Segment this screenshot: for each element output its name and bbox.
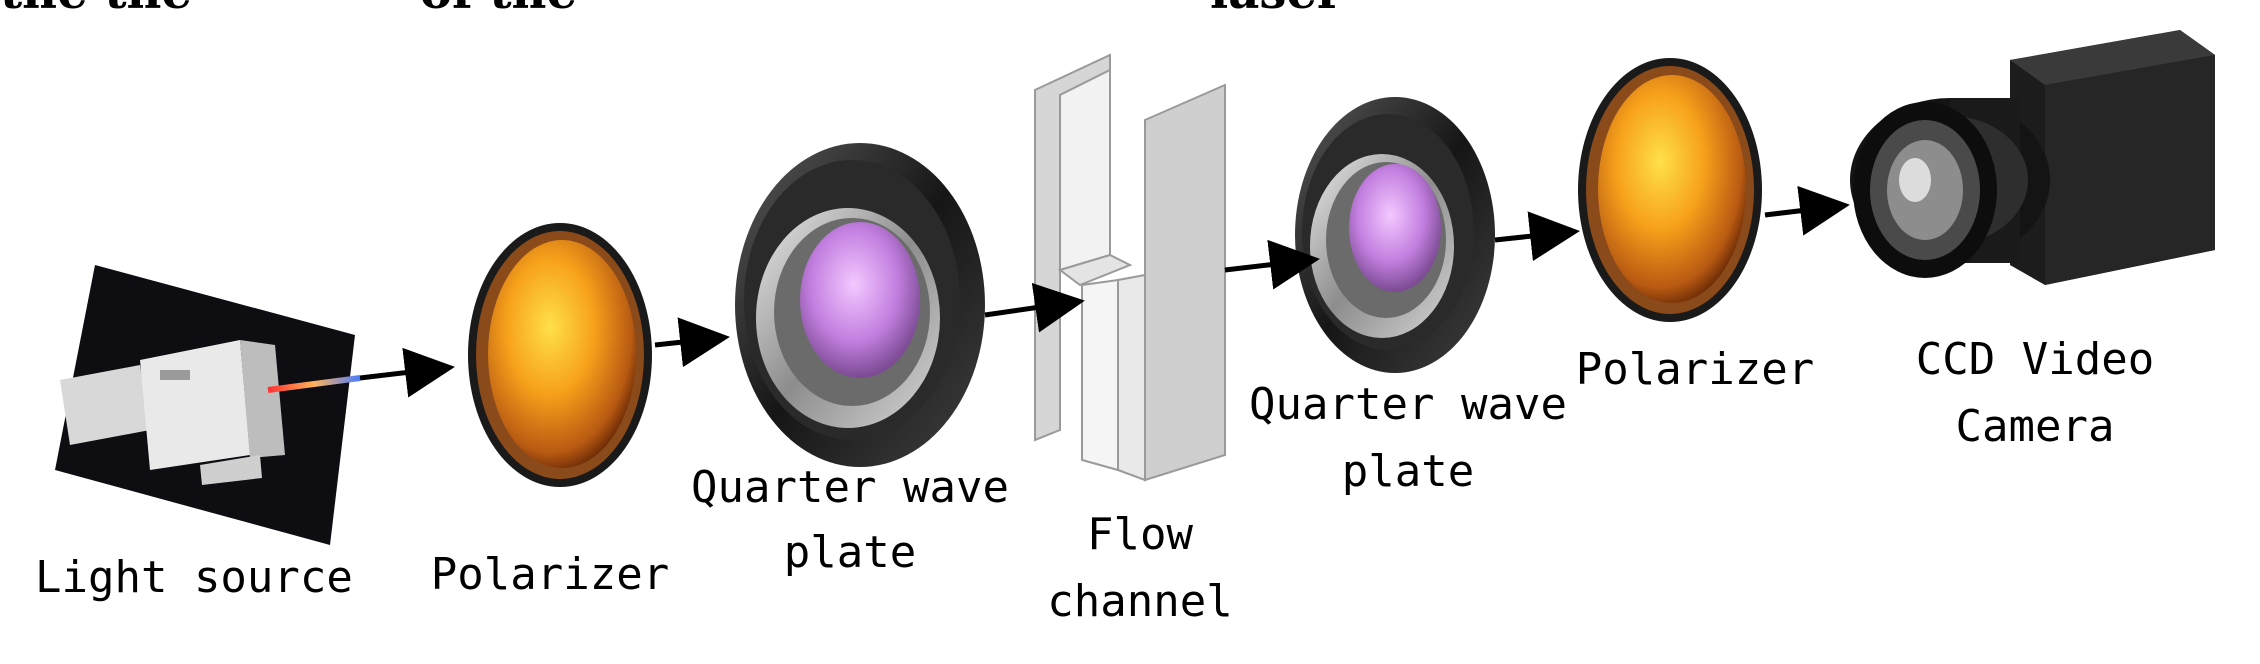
polarizer-2-image	[1578, 58, 1762, 322]
label-quarter-wave-plate-2-line1: Quarter wave	[1249, 379, 1567, 430]
label-polarizer-2: Polarizer	[1575, 344, 1815, 395]
arrow-source-to-polarizer	[359, 347, 455, 398]
label-ccd-camera-line2: Camera	[1955, 401, 2115, 452]
arrow-qwp-to-polarizer	[1494, 211, 1580, 262]
arrow-flow-to-qwp	[1224, 239, 1320, 290]
polarizer-1-image	[468, 223, 652, 487]
flow-channel-image	[1034, 53, 1226, 482]
quarter-wave-plate-1-image	[735, 143, 985, 467]
label-flow-channel-line2: channel	[1047, 576, 1233, 627]
top-text-fragment-2: of the	[420, 0, 577, 20]
beam-arrows	[359, 185, 1850, 398]
label-ccd-camera-line1: CCD Video	[1915, 334, 2155, 385]
arrow-polarizer-to-camera	[1764, 185, 1850, 236]
light-source-image	[55, 265, 361, 545]
top-text-fragment-1: the the	[0, 0, 192, 20]
label-flow-channel-line1: Flow	[1087, 509, 1193, 560]
ccd-camera-image	[1850, 30, 2215, 285]
label-quarter-wave-plate-2-line2: plate	[1341, 446, 1475, 497]
top-text-fragment-3: laser	[1210, 0, 1342, 20]
label-quarter-wave-plate-1-line1: Quarter wave	[691, 462, 1009, 513]
label-polarizer-1: Polarizer	[430, 549, 670, 600]
arrow-polarizer-to-qwp	[654, 317, 730, 368]
label-quarter-wave-plate-1-line2: plate	[783, 527, 917, 578]
quarter-wave-plate-2-image	[1295, 97, 1495, 373]
arrow-qwp-to-flow	[984, 282, 1085, 333]
label-light-source: Light source	[35, 552, 353, 603]
